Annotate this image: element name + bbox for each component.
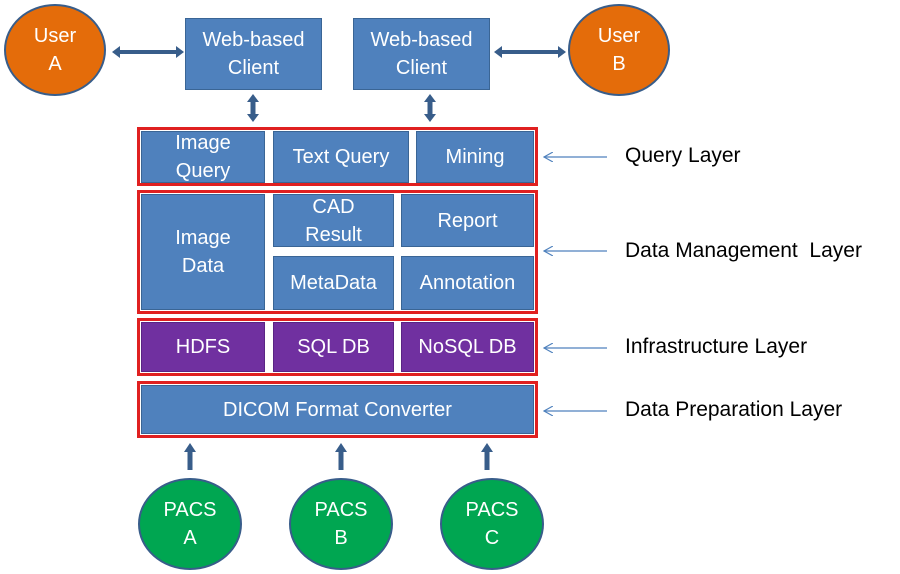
sql-db-label: SQL DB [297, 336, 370, 358]
image-query-label: Image Query [175, 132, 231, 182]
infrastructure-layer-label: Infrastructure Layer [625, 335, 808, 358]
hdfs-label: HDFS [175, 336, 231, 358]
pacs-b-up-arrow [335, 443, 347, 470]
dicom-converter-label: DICOM Format Converter [223, 398, 452, 421]
image-data-label: Image Data [175, 227, 231, 277]
annotation-label: Annotation [419, 272, 516, 294]
pacs-c-up-arrow [481, 443, 493, 470]
text-query-label: Text Query [292, 146, 390, 168]
query-layer-frame [137, 127, 538, 186]
web-client-left-label: Web-based Client [202, 29, 305, 79]
dicom-converter-box: DICOM Format Converter [141, 385, 534, 434]
report-label: Report [437, 209, 498, 232]
client-left-vertical-arrow [247, 94, 259, 122]
image-data-box: Image Data [141, 194, 265, 310]
pacs-b-label: PACS B [314, 499, 368, 549]
web-client-left: Web-based Client [185, 18, 322, 90]
web-client-right: Web-based Client [353, 18, 490, 90]
nosql-db-label: NoSQL DB [418, 336, 517, 358]
text-query-box: Text Query [273, 131, 409, 183]
data-management-layer-frame [137, 190, 538, 314]
annotation-box: Annotation [401, 256, 534, 310]
web-client-right-label: Web-based Client [370, 29, 473, 79]
metadata-box: MetaData [273, 256, 394, 310]
pacs-c-label: PACS C [465, 499, 519, 549]
infrastructure-layer-frame [137, 318, 538, 376]
pacs-a-up-arrow [184, 443, 196, 470]
pacs-a-node: PACS A [138, 478, 242, 570]
data-management-layer-label: Data Management Layer [625, 239, 862, 262]
nosql-db-box: NoSQL DB [401, 322, 534, 372]
user-b-double-arrow [494, 46, 566, 58]
mining-box: Mining [416, 131, 534, 183]
data-preparation-layer-frame [137, 381, 538, 438]
pacs-a-label: PACS A [163, 499, 217, 549]
client-right-vertical-arrow [424, 94, 436, 122]
user-a-label: User A [33, 25, 77, 75]
hdfs-box: HDFS [141, 322, 265, 372]
pacs-b-node: PACS B [289, 478, 393, 570]
user-b-node: User B [568, 4, 670, 96]
metadata-label: MetaData [290, 272, 377, 294]
user-a-node: User A [4, 4, 106, 96]
user-a-double-arrow [112, 46, 184, 58]
cad-result-box: CAD Result [273, 194, 394, 247]
query-layer-label: Query Layer [625, 144, 741, 167]
image-query-box: Image Query [141, 131, 265, 183]
pacs-c-node: PACS C [440, 478, 544, 570]
report-box: Report [401, 194, 534, 247]
user-b-label: User B [597, 25, 641, 75]
sql-db-box: SQL DB [273, 322, 394, 372]
data-preparation-layer-label: Data Preparation Layer [625, 398, 843, 421]
mining-label: Mining [445, 146, 505, 168]
cad-result-label: CAD Result [305, 195, 362, 246]
